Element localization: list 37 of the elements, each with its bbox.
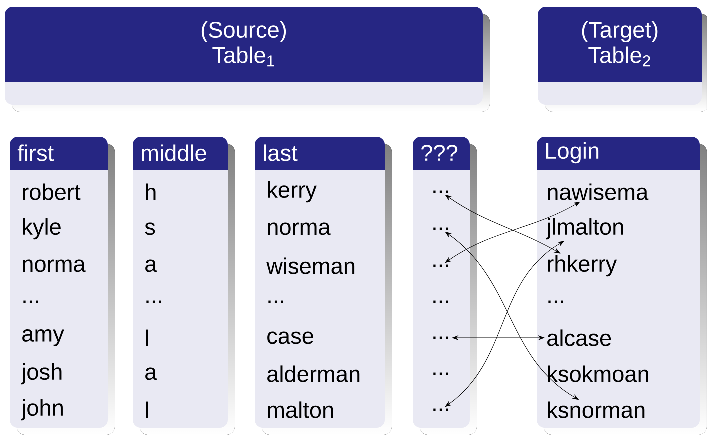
table-cell: jlmalton (546, 218, 624, 240)
table-cell: a (146, 260, 158, 272)
table-cell: ... (434, 408, 448, 412)
table-cell: malton (268, 402, 334, 418)
table-cell: ... (548, 300, 564, 304)
table-cell: john (21, 399, 63, 421)
table-cell: alcase (548, 330, 612, 346)
table-cell: ... (268, 300, 284, 304)
table-cell: a (146, 368, 158, 380)
table-cell: nawisema (548, 184, 649, 200)
table-cell: kyle (23, 218, 61, 240)
table-cell: ... (434, 336, 448, 340)
table-cell: ... (434, 228, 448, 230)
table-cell: norma (23, 260, 86, 272)
table-cell: ... (434, 264, 448, 268)
table-cell: rhkerry (548, 255, 618, 277)
table-cell: alderman (268, 366, 360, 382)
table-cell: norma (268, 222, 331, 236)
table-cell: wiseman (266, 258, 355, 274)
table-cell: l (146, 402, 148, 418)
table-cell: h (146, 184, 156, 200)
table-cell: ksokmoan (548, 366, 648, 382)
table-cell: amy (22, 330, 64, 346)
table-cell: josh (21, 363, 62, 385)
table-cell: ... (434, 190, 448, 194)
table-cell: ... (146, 300, 162, 304)
table-cell: l (146, 330, 148, 346)
table-cell: ... (434, 372, 448, 376)
table-cell: s (145, 222, 156, 236)
table-cell: case (268, 332, 314, 344)
table-cell: kerry (268, 181, 317, 203)
table-title-block: (Source) Table$_{1}$ (5, 7, 490, 112)
table-title-block: (Target) Table$_{2}$ (538, 7, 707, 112)
table-cell: ... (434, 300, 448, 304)
table-cell: robert (23, 184, 81, 200)
table-cell: ... (24, 300, 38, 304)
table-cell: ksnorman (548, 402, 645, 418)
